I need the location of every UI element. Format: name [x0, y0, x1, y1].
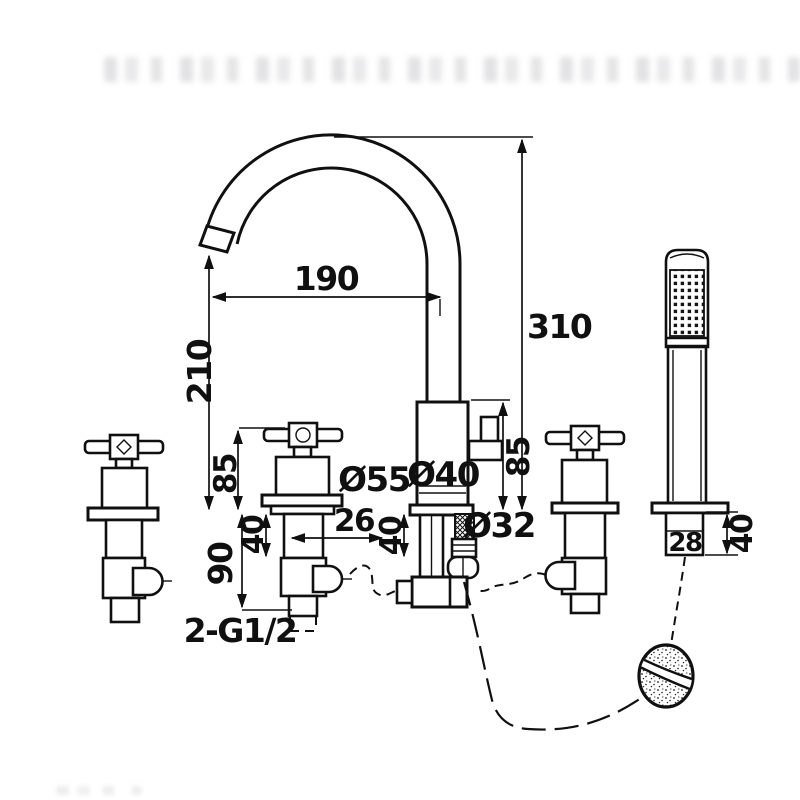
- spout-body: [395, 400, 504, 609]
- dim-310: 310: [334, 136, 593, 511]
- dia-label-40: Ø40: [407, 455, 480, 495]
- left-handle-body: [100, 466, 149, 510]
- shower-head-cap-line: [669, 253, 705, 259]
- spout-inner-curve: [235, 166, 429, 404]
- shower-holder-socket: [664, 511, 705, 557]
- dim-label-310: 310: [527, 307, 592, 346]
- hose-left-handle-to-tee: [349, 564, 399, 597]
- dim-40-right: 40: [705, 511, 760, 556]
- hose-valve-to-sprayer: [462, 581, 642, 731]
- diverter-lever-top: [479, 415, 500, 445]
- left-center-cross-handle: [260, 421, 352, 632]
- right-cross-handle: [544, 424, 626, 615]
- hoses: [349, 556, 686, 731]
- left-handle-stem: [114, 457, 134, 470]
- thread-label: 2-G1/2: [184, 611, 297, 650]
- hose-right-handle-to-valve: [476, 572, 547, 593]
- shower-handle: [666, 345, 708, 505]
- dim-85-right: 85: [471, 399, 537, 511]
- spout-tip-collar: [198, 224, 236, 254]
- dim-210: 210: [180, 254, 219, 511]
- dim-label-85-right: 85: [501, 437, 537, 477]
- hand-shower: [650, 248, 730, 557]
- right-stem: [575, 448, 595, 462]
- dim-26: 26: [290, 503, 384, 543]
- sprayer-ball: [637, 643, 695, 709]
- thread-callout: 2-G1/2: [184, 611, 298, 650]
- dim-label-85-left: 85: [208, 454, 244, 494]
- center-left-body: [274, 455, 331, 497]
- dim-label-90: 90: [201, 542, 240, 585]
- hose-connector-threads: [452, 544, 476, 552]
- spout-body-band: [419, 485, 466, 494]
- left-handle-shank: [109, 596, 141, 624]
- right-outlet: [544, 560, 577, 591]
- center-left-hub-circle: [295, 427, 311, 443]
- tee-valve-left-cap: [395, 579, 414, 605]
- center-left-flange: [260, 493, 344, 508]
- right-shank: [569, 592, 601, 615]
- right-body: [560, 458, 609, 505]
- left-handle-hub-diamond: [116, 439, 132, 455]
- dim-label-28: 28: [668, 528, 702, 558]
- dim-40-center: 40: [374, 513, 409, 558]
- left-handle-hub: [108, 433, 140, 461]
- dia-label-55: Ø55: [338, 460, 410, 500]
- dim-85-left: 85: [208, 427, 285, 511]
- left-handle-cartridge: [104, 518, 144, 560]
- shower-spray-face: [669, 269, 705, 337]
- shower-handle-inner-lines: [672, 350, 702, 501]
- dim-90: 90: [201, 513, 292, 611]
- dim-label-210: 210: [180, 339, 219, 404]
- dim-label-26: 26: [334, 503, 374, 539]
- center-left-shank: [287, 594, 319, 618]
- dim-label-190: 190: [294, 259, 359, 298]
- hose-shower-holder-down: [670, 556, 686, 646]
- right-flange: [550, 501, 620, 515]
- center-left-stem: [292, 445, 313, 459]
- dim-label-40-right: 40: [725, 514, 760, 553]
- spout-body-cylinder: [415, 400, 470, 507]
- dim-label-40-center: 40: [374, 516, 409, 555]
- left-handle-outlet: [131, 566, 164, 597]
- left-cross-handle: [83, 433, 172, 624]
- right-hub: [569, 424, 601, 452]
- center-left-shank-hidden: [289, 616, 317, 632]
- right-cartridge: [563, 511, 607, 560]
- dim-190: 190: [211, 259, 442, 316]
- dia-label-32: Ø32: [463, 506, 535, 546]
- center-left-outlet: [311, 564, 344, 594]
- center-left-hub: [287, 421, 319, 449]
- tee-valve-body: [410, 575, 469, 609]
- dimensions: 190 310 210 85 85 Ø55 Ø40: [180, 136, 760, 650]
- right-hub-diamond: [577, 430, 593, 446]
- center-left-cartridge: [282, 512, 325, 560]
- left-handle-flange: [86, 506, 160, 522]
